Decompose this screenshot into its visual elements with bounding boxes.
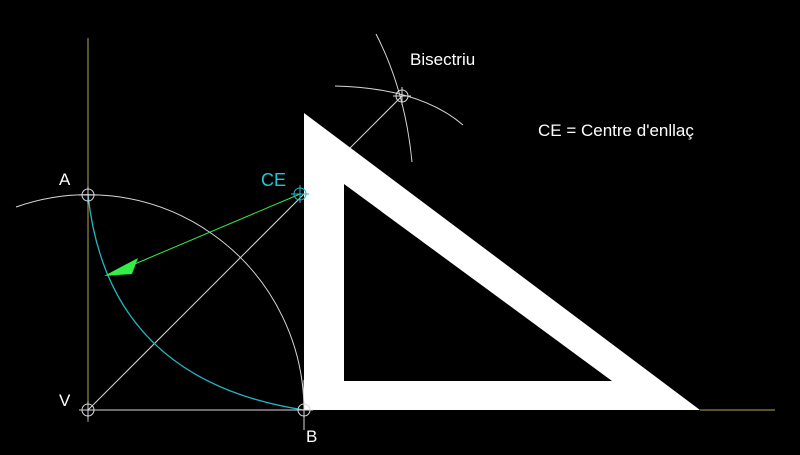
label-point-ce: CE <box>261 170 286 190</box>
arrow-head-icon <box>104 258 138 276</box>
point-a-marker <box>79 186 97 204</box>
point-v-marker <box>79 401 97 419</box>
legend-text: CE = Centre d'enllaç <box>538 121 694 140</box>
bisector-arc-2 <box>375 33 413 163</box>
bisector-line <box>87 95 403 411</box>
point-ce-marker <box>291 185 309 203</box>
compass-arc-from-v <box>15 194 305 411</box>
bisector-arc-1 <box>334 85 464 126</box>
radius-arrow-line <box>129 193 301 267</box>
point-b-marker <box>295 401 313 419</box>
tangent-arc <box>87 194 305 411</box>
label-bisector: Bisectriu <box>410 50 475 69</box>
label-point-b: B <box>306 427 317 446</box>
bisector-point-marker <box>393 87 411 105</box>
label-point-v: V <box>59 391 71 410</box>
set-square <box>304 113 700 410</box>
label-point-a: A <box>59 170 71 189</box>
